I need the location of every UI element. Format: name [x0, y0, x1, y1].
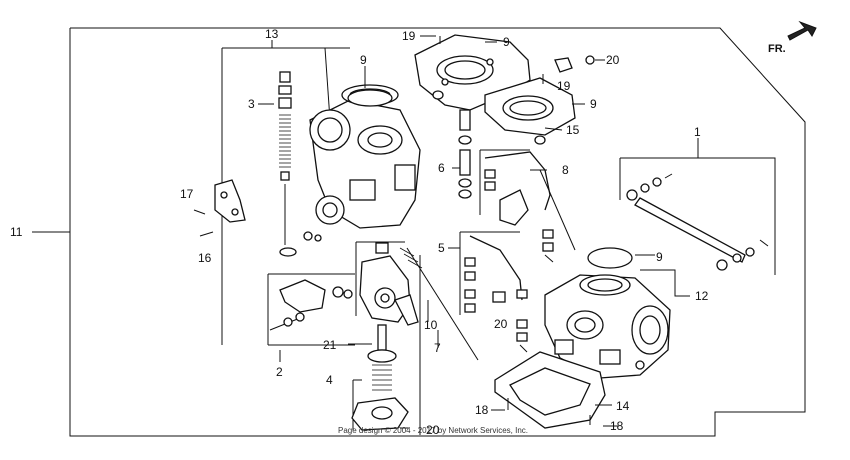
callout-20-mid: 20 — [494, 317, 508, 331]
callout-15: 15 — [566, 123, 580, 137]
callout-labels: 1 2 3 4 5 6 7 8 9 9 9 9 10 11 12 13 14 1… — [10, 27, 709, 437]
callout-4: 4 — [326, 373, 333, 387]
carburetor-right — [544, 274, 671, 379]
needle-assembly — [258, 71, 297, 257]
callout-6: 6 — [438, 161, 445, 175]
o-ring — [347, 89, 393, 107]
footer-copyright: Page design © 2004 - 2017 by Network Ser… — [338, 426, 528, 435]
choke-bracket — [193, 179, 246, 237]
leader-12 — [640, 269, 690, 297]
callout-14: 14 — [616, 399, 630, 413]
callout-9-carb: 9 — [360, 53, 367, 67]
fuel-tube — [399, 247, 479, 435]
callout-16: 16 — [198, 251, 212, 265]
callout-17: 17 — [180, 187, 194, 201]
front-direction-arrow: FR. — [768, 20, 817, 55]
callout-18-right: 18 — [610, 419, 624, 433]
joint-pipe — [452, 135, 472, 199]
throttle-cable-bracket — [267, 273, 355, 346]
callout-9-oring: 9 — [656, 250, 663, 264]
callout-20-bottom: 20 — [426, 423, 440, 437]
throttle-link-lower — [448, 231, 528, 353]
o-ring-right — [587, 247, 633, 269]
callout-21: 21 — [323, 338, 337, 352]
callout-20-top: 20 — [606, 53, 620, 67]
callout-9-gasket: 9 — [590, 97, 597, 111]
callout-8: 8 — [562, 163, 569, 177]
callout-2: 2 — [276, 365, 283, 379]
callout-19-mid: 19 — [557, 79, 571, 93]
air-chamber-plate — [414, 34, 576, 145]
callout-18-left: 18 — [475, 403, 489, 417]
callout-12: 12 — [695, 289, 709, 303]
callout-10: 10 — [424, 318, 438, 332]
callout-9-plate: 9 — [503, 35, 510, 49]
front-direction-label: FR. — [768, 43, 786, 55]
callout-5: 5 — [438, 241, 445, 255]
callout-3: 3 — [248, 97, 255, 111]
float-chamber-cover — [359, 242, 419, 326]
callout-19-top: 19 — [402, 29, 416, 43]
callout-13: 13 — [265, 27, 279, 41]
callout-7: 7 — [434, 341, 441, 355]
carburetor-left-upper — [303, 84, 421, 242]
diaphragm-assembly — [348, 324, 409, 431]
synchro-rod — [626, 173, 769, 271]
throttle-link — [479, 149, 576, 263]
callout-1: 1 — [694, 125, 701, 139]
carburetor-stay — [494, 351, 612, 429]
assembly-boundary — [69, 27, 806, 437]
leader-1 — [620, 157, 776, 275]
callout-11: 11 — [10, 225, 23, 239]
